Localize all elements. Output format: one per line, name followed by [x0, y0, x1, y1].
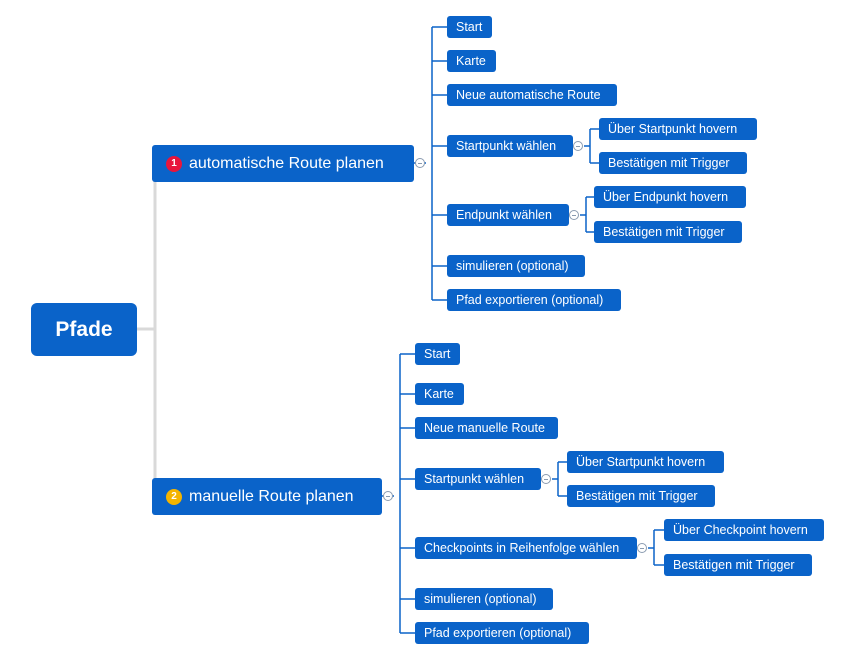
node-ueber-startpunkt-hovern[interactable]: Über Startpunkt hovern — [599, 118, 757, 140]
node-startpunkt-waehlen[interactable]: Startpunkt wählen — [447, 135, 573, 157]
node-startpunkt-waehlen[interactable]: Startpunkt wählen — [415, 468, 541, 490]
node-ueber-checkpoint-hovern[interactable]: Über Checkpoint hovern — [664, 519, 824, 541]
node-label: Über Startpunkt hovern — [608, 122, 738, 136]
node-checkpoints-waehlen[interactable]: Checkpoints in Reihenfolge wählen — [415, 537, 637, 559]
collapse-toggle-icon[interactable] — [415, 158, 425, 168]
node-ueber-startpunkt-hovern[interactable]: Über Startpunkt hovern — [567, 451, 724, 473]
node-karte[interactable]: Karte — [447, 50, 496, 72]
node-label: Startpunkt wählen — [456, 139, 557, 153]
branch-manual-route[interactable]: 2 manuelle Route planen — [152, 478, 382, 515]
node-label: Checkpoints in Reihenfolge wählen — [424, 541, 620, 555]
node-bestaetigen-mit-trigger[interactable]: Bestätigen mit Trigger — [567, 485, 715, 507]
node-label: Über Endpunkt hovern — [603, 190, 729, 204]
node-pfad-exportieren[interactable]: Pfad exportieren (optional) — [415, 622, 589, 644]
node-karte[interactable]: Karte — [415, 383, 464, 405]
node-label: Über Startpunkt hovern — [576, 455, 706, 469]
collapse-toggle-icon[interactable] — [541, 474, 551, 484]
node-label: Pfad exportieren (optional) — [424, 626, 572, 640]
node-label: simulieren (optional) — [424, 592, 537, 606]
branch-automatic-route[interactable]: 1 automatische Route planen — [152, 145, 414, 182]
collapse-toggle-icon[interactable] — [573, 141, 583, 151]
node-start[interactable]: Start — [415, 343, 460, 365]
node-bestaetigen-mit-trigger[interactable]: Bestätigen mit Trigger — [599, 152, 747, 174]
node-label: Bestätigen mit Trigger — [576, 489, 698, 503]
node-endpunkt-waehlen[interactable]: Endpunkt wählen — [447, 204, 569, 226]
collapse-toggle-icon[interactable] — [569, 210, 579, 220]
node-pfad-exportieren[interactable]: Pfad exportieren (optional) — [447, 289, 621, 311]
node-label: Neue automatische Route — [456, 88, 601, 102]
node-label: simulieren (optional) — [456, 259, 569, 273]
node-label: Bestätigen mit Trigger — [673, 558, 795, 572]
collapse-toggle-icon[interactable] — [637, 543, 647, 553]
root-label: Pfade — [55, 317, 113, 341]
node-label: Karte — [424, 387, 454, 401]
root-node[interactable]: Pfade — [31, 303, 137, 356]
node-neue-manuelle-route[interactable]: Neue manuelle Route — [415, 417, 558, 439]
node-simulieren[interactable]: simulieren (optional) — [415, 588, 553, 610]
node-label: Neue manuelle Route — [424, 421, 545, 435]
node-neue-automatische-route[interactable]: Neue automatische Route — [447, 84, 617, 106]
priority-1-badge: 1 — [166, 155, 182, 172]
node-label: Start — [424, 347, 451, 361]
node-label: Bestätigen mit Trigger — [608, 156, 730, 170]
node-label: Pfad exportieren (optional) — [456, 293, 604, 307]
node-label: Karte — [456, 54, 486, 68]
node-ueber-endpunkt-hovern[interactable]: Über Endpunkt hovern — [594, 186, 746, 208]
node-label: Startpunkt wählen — [424, 472, 525, 486]
node-start[interactable]: Start — [447, 16, 492, 38]
node-label: Über Checkpoint hovern — [673, 523, 808, 537]
node-bestaetigen-mit-trigger[interactable]: Bestätigen mit Trigger — [664, 554, 812, 576]
priority-2-badge: 2 — [166, 488, 182, 505]
node-label: Bestätigen mit Trigger — [603, 225, 725, 239]
node-label: Start — [456, 20, 483, 34]
node-simulieren[interactable]: simulieren (optional) — [447, 255, 585, 277]
collapse-toggle-icon[interactable] — [383, 491, 393, 501]
node-bestaetigen-mit-trigger[interactable]: Bestätigen mit Trigger — [594, 221, 742, 243]
branch-label: manuelle Route planen — [189, 487, 354, 505]
node-label: Endpunkt wählen — [456, 208, 552, 222]
branch-label: automatische Route planen — [189, 154, 384, 172]
